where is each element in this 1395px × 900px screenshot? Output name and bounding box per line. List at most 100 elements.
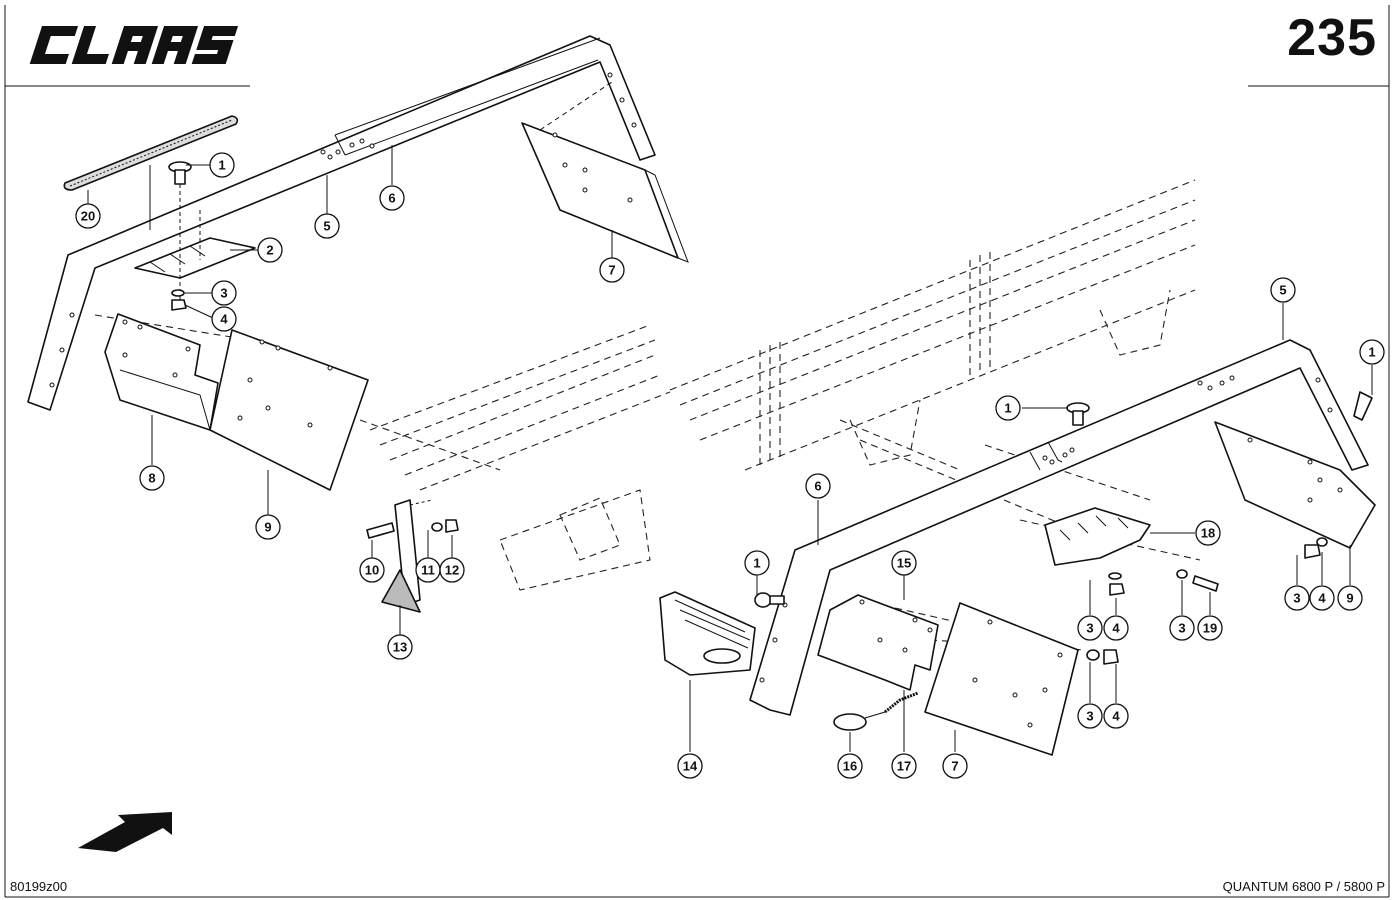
step-bracket-right bbox=[1044, 507, 1151, 566]
callout-circle bbox=[1169, 615, 1195, 641]
callout-number: 2 bbox=[266, 243, 273, 258]
mudflap-plate-top bbox=[521, 79, 689, 263]
callout-c14: 14 bbox=[677, 753, 703, 779]
callout-number: 19 bbox=[1203, 621, 1217, 636]
callout-c3b: 3 bbox=[1077, 615, 1103, 641]
callout-c3e: 3 bbox=[1284, 585, 1310, 611]
callout-circle bbox=[257, 237, 283, 263]
callout-circle bbox=[599, 257, 625, 283]
callout-circle bbox=[1077, 703, 1103, 729]
mudflap-plate-right-lower bbox=[924, 602, 1079, 756]
callout-c6a: 6 bbox=[379, 185, 405, 211]
callout-circle bbox=[1103, 703, 1129, 729]
callout-c9a: 9 bbox=[255, 514, 281, 540]
callout-number: 3 bbox=[1293, 591, 1300, 606]
leader-lines bbox=[87, 145, 1373, 752]
callout-circle bbox=[359, 557, 385, 583]
callout-c4d: 4 bbox=[1309, 585, 1335, 611]
callout-c6b: 6 bbox=[805, 473, 831, 499]
callout-number: 15 bbox=[897, 556, 911, 571]
callout-c2: 2 bbox=[257, 237, 283, 263]
callout-circle bbox=[677, 753, 703, 779]
model-name: QUANTUM 6800 P / 5800 P bbox=[1222, 879, 1385, 894]
callout-number: 4 bbox=[1318, 591, 1326, 606]
callout-number: 5 bbox=[323, 219, 330, 234]
callout-number: 1 bbox=[1004, 401, 1011, 416]
callout-c16: 16 bbox=[837, 753, 863, 779]
callout-number: 3 bbox=[1086, 621, 1093, 636]
carriage-bolt bbox=[168, 161, 192, 185]
page-number: 235 bbox=[1287, 9, 1377, 67]
antislip-strip bbox=[63, 115, 239, 191]
callout-number: 12 bbox=[445, 563, 459, 578]
callout-circle bbox=[387, 634, 413, 660]
callout-c13: 13 bbox=[387, 634, 413, 660]
callout-number: 10 bbox=[365, 563, 379, 578]
step-bracket bbox=[134, 170, 256, 300]
callout-number: 7 bbox=[608, 263, 615, 278]
callout-number: 8 bbox=[148, 471, 155, 486]
callout-c19: 19 bbox=[1197, 615, 1223, 641]
callout-number: 4 bbox=[1112, 709, 1120, 724]
callout-circle bbox=[1197, 615, 1223, 641]
callout-c5b: 5 bbox=[1270, 277, 1296, 303]
callout-circle bbox=[1270, 277, 1296, 303]
callout-number: 16 bbox=[843, 759, 857, 774]
callout-circle bbox=[209, 152, 235, 178]
cover-box-right bbox=[817, 594, 939, 691]
callout-circle bbox=[1077, 615, 1103, 641]
cover-box bbox=[104, 313, 219, 431]
callout-circle bbox=[891, 753, 917, 779]
callout-circle bbox=[1309, 585, 1335, 611]
callout-c1a: 1 bbox=[209, 152, 235, 178]
callout-number: 6 bbox=[814, 479, 821, 494]
callout-c4a: 4 bbox=[211, 306, 237, 332]
document-id: 80199z00 bbox=[10, 879, 68, 894]
callout-number: 18 bbox=[1201, 526, 1215, 541]
callout-circle bbox=[942, 753, 968, 779]
reflector-bracket bbox=[366, 499, 459, 613]
callout-c7b: 7 bbox=[942, 753, 968, 779]
callout-number: 9 bbox=[264, 520, 271, 535]
callout-c4c: 4 bbox=[1103, 703, 1129, 729]
claas-logo bbox=[29, 26, 239, 64]
callout-circle bbox=[139, 465, 165, 491]
callout-number: 5 bbox=[1279, 283, 1286, 298]
callout-number: 1 bbox=[753, 556, 760, 571]
callout-number: 3 bbox=[1178, 621, 1185, 636]
callout-c1d: 1 bbox=[1359, 339, 1385, 365]
callout-number: 3 bbox=[1086, 709, 1093, 724]
callout-number: 11 bbox=[421, 563, 435, 578]
callout-c4b: 4 bbox=[1103, 615, 1129, 641]
callout-c18: 18 bbox=[1195, 520, 1221, 546]
callout-c3c: 3 bbox=[1077, 703, 1103, 729]
callout-circle bbox=[211, 306, 237, 332]
callout-c11: 11 bbox=[415, 557, 441, 583]
callout-circle bbox=[891, 550, 917, 576]
callout-c15: 15 bbox=[891, 550, 917, 576]
callout-circle bbox=[211, 280, 237, 306]
callout-circle bbox=[1337, 585, 1363, 611]
callout-number: 9 bbox=[1346, 591, 1353, 606]
callout-circle bbox=[1284, 585, 1310, 611]
callout-c9b: 9 bbox=[1337, 585, 1363, 611]
spring-and-ring bbox=[833, 691, 919, 731]
access-step bbox=[659, 591, 756, 676]
callout-c1b: 1 bbox=[744, 550, 770, 576]
callout-circle bbox=[1359, 339, 1385, 365]
callout-number: 4 bbox=[1112, 621, 1120, 636]
frame-bar-left bbox=[27, 35, 656, 411]
callout-circle bbox=[439, 557, 465, 583]
callout-circle bbox=[255, 514, 281, 540]
mudflap-plate-left bbox=[209, 329, 369, 491]
callout-number: 7 bbox=[951, 759, 958, 774]
callout-c17: 17 bbox=[891, 753, 917, 779]
callout-c8: 8 bbox=[139, 465, 165, 491]
callout-c10: 10 bbox=[359, 557, 385, 583]
callout-circle bbox=[1195, 520, 1221, 546]
callout-circle bbox=[379, 185, 405, 211]
callout-number: 6 bbox=[388, 191, 395, 206]
